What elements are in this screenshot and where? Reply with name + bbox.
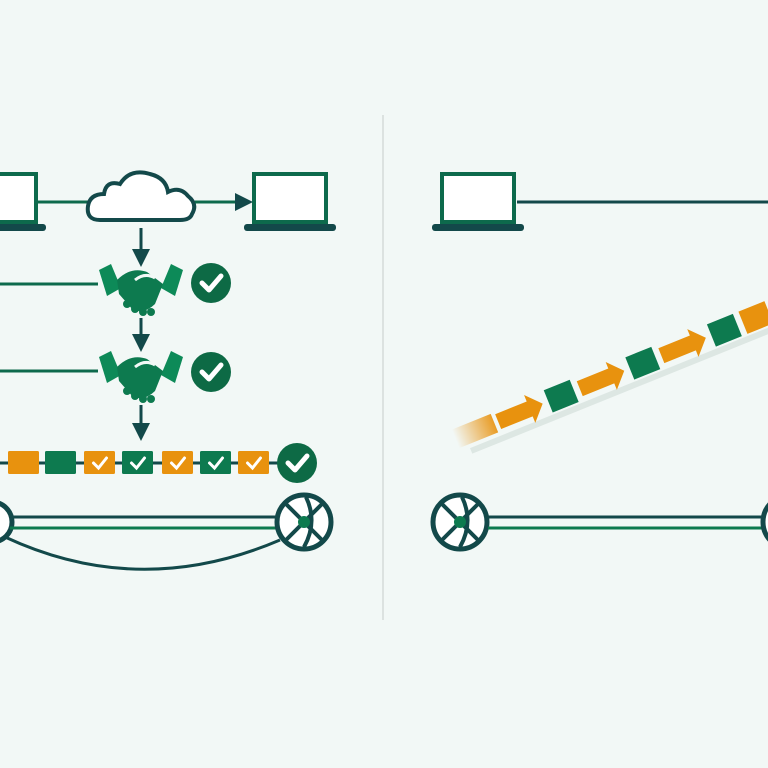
network-node-icon — [0, 500, 15, 544]
packet-arrow — [576, 362, 625, 397]
packet-fade-tail — [451, 413, 499, 449]
packet-block — [625, 346, 661, 380]
cloud-icon — [85, 170, 197, 222]
network-node-icon — [760, 502, 768, 542]
packet-block — [8, 451, 39, 474]
packet-block — [162, 451, 193, 474]
check-icon — [246, 456, 262, 471]
packet-block — [45, 451, 76, 474]
packet-block — [84, 451, 115, 474]
packet-block — [238, 451, 269, 474]
packet-block — [122, 451, 153, 474]
packet-block — [738, 301, 768, 334]
network-node-icon — [433, 495, 487, 549]
packet-block-body — [238, 451, 269, 474]
handshake-icon — [97, 349, 185, 405]
packet-block — [200, 451, 231, 474]
laptop-icon — [242, 172, 338, 233]
packet-row — [8, 451, 269, 474]
check-icon — [191, 263, 231, 303]
left-panel — [0, 170, 338, 571]
packet-arrow — [495, 394, 543, 430]
check-icon — [208, 456, 224, 471]
packet-block-body — [162, 451, 193, 474]
packet-stream — [451, 301, 768, 454]
handshake-icon — [97, 262, 185, 318]
packet-arrow — [658, 329, 706, 364]
check-icon — [92, 456, 108, 471]
link-curve — [4, 535, 281, 571]
packet-block — [706, 313, 742, 347]
network-node-icon — [277, 495, 331, 549]
packet-block-body — [200, 451, 231, 474]
packet-block-body — [45, 451, 76, 474]
packet-block-body — [122, 451, 153, 474]
check-icon — [170, 456, 186, 471]
check-icon — [277, 443, 317, 483]
check-icon — [130, 456, 146, 471]
packet-block — [543, 379, 579, 413]
packet-block-body — [84, 451, 115, 474]
laptop-icon — [430, 172, 526, 233]
check-icon — [191, 352, 231, 392]
right-panel — [430, 172, 768, 549]
stream-shadow — [470, 320, 768, 454]
packet-block-body — [8, 451, 39, 474]
